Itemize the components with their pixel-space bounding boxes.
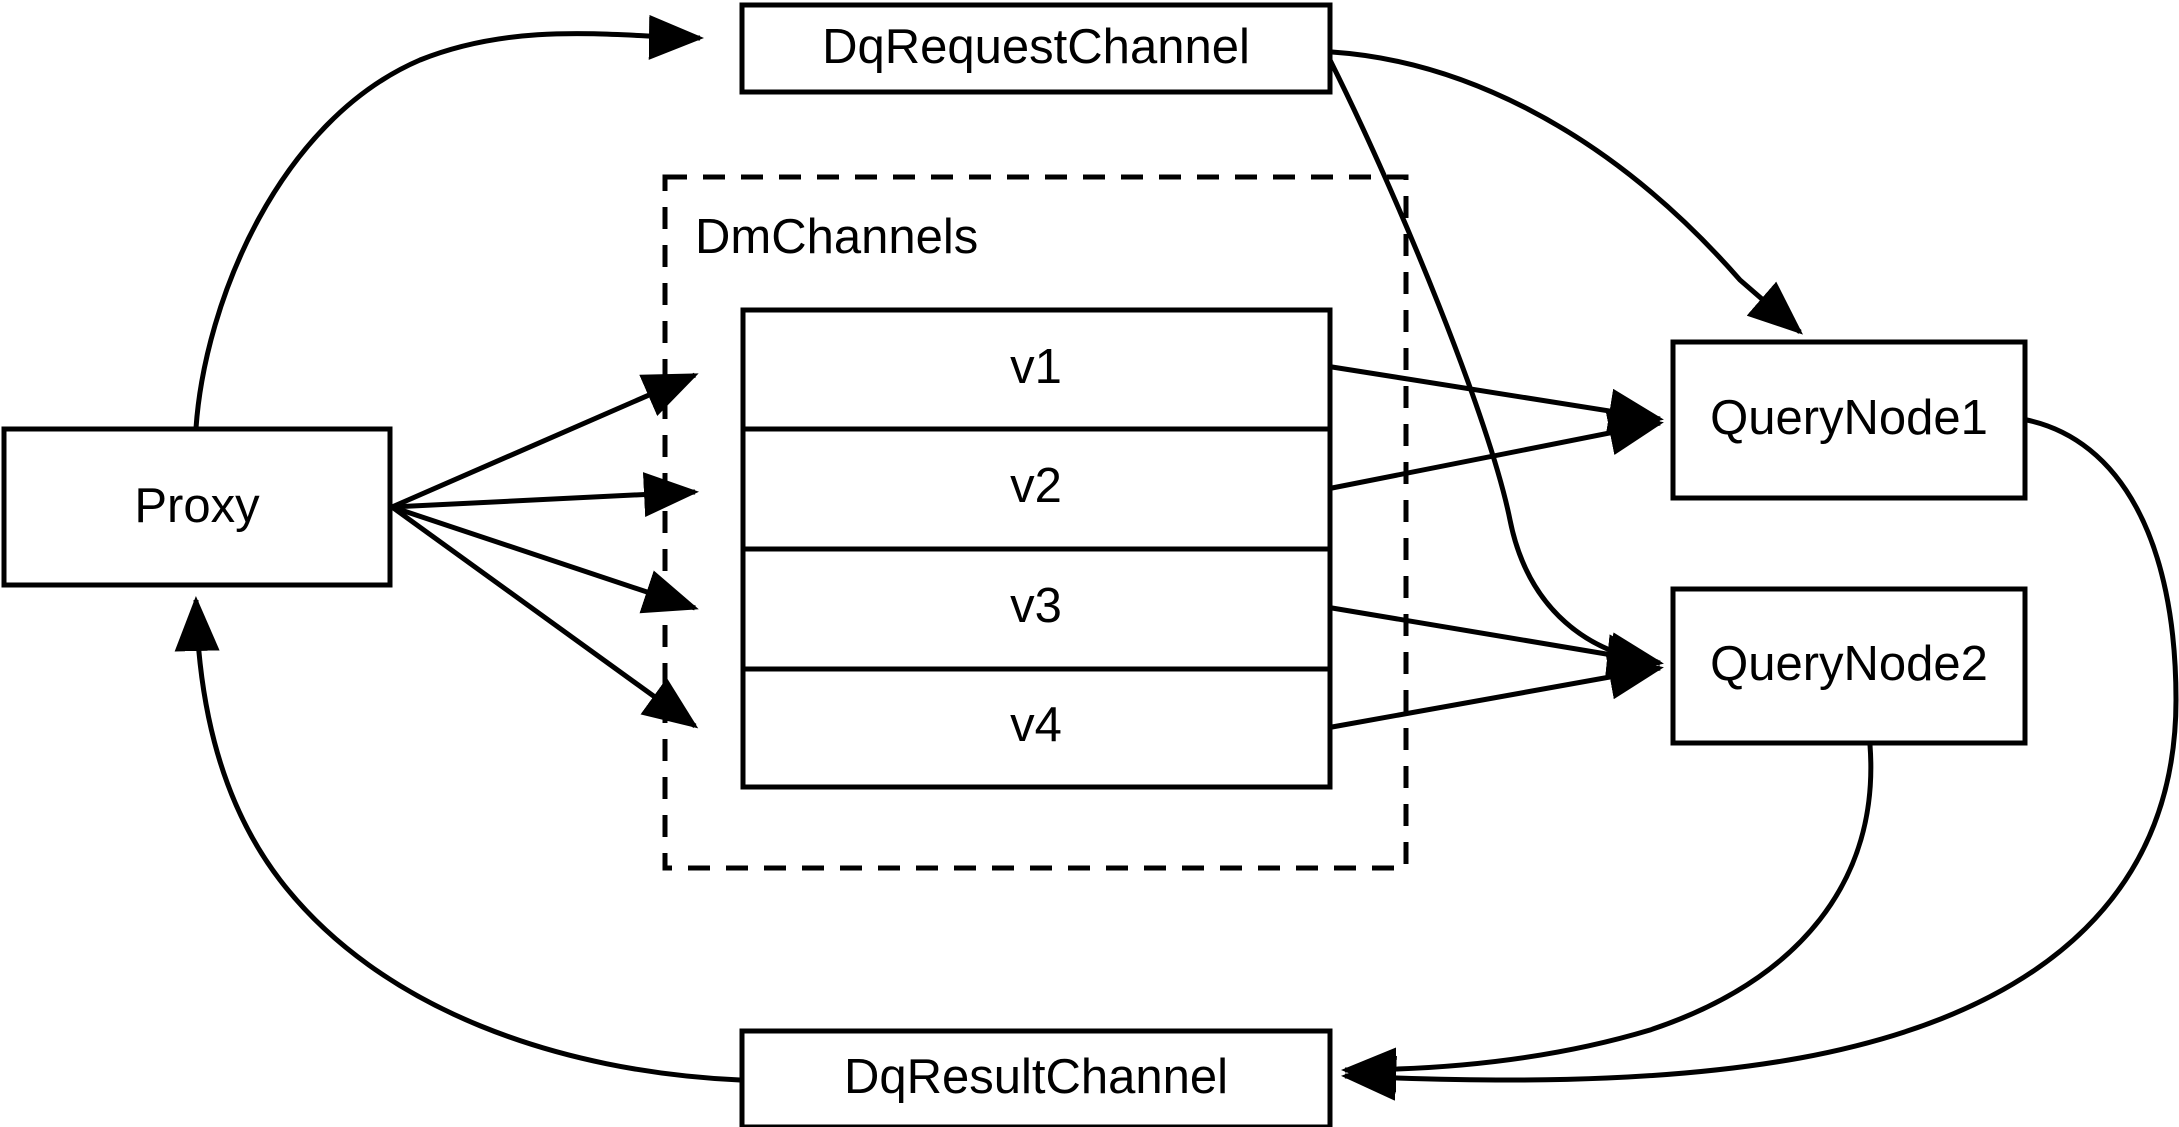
node-querynode2-label: QueryNode2 <box>1710 637 1988 691</box>
edge-proxy-to-v2 <box>391 472 699 517</box>
edge-dqrequestchannel-to-querynode1 <box>1331 49 1804 335</box>
node-dqrequestchannel-label: DqRequestChannel <box>822 20 1250 74</box>
channel-slot-v2[interactable]: v2 <box>1010 459 1062 513</box>
channel-slot-v1[interactable]: v1 <box>1010 340 1062 394</box>
node-querynode1-label: QueryNode1 <box>1710 391 1988 445</box>
channel-stack: v1 v2 v3 v4 <box>740 307 1333 790</box>
node-querynode2-box[interactable] <box>1670 586 2028 746</box>
edge-querynode1-to-dqresultchannel <box>1341 417 2179 1101</box>
edge-proxy-to-v3 <box>391 504 699 614</box>
node-dqresultchannel-box[interactable] <box>739 1028 1333 1127</box>
channel-slot-v3[interactable]: v3 <box>1010 579 1062 633</box>
node-querynode1[interactable]: QueryNode1 <box>1670 339 2028 501</box>
node-querynode2[interactable]: QueryNode2 <box>1670 586 2028 746</box>
node-proxy-label: Proxy <box>134 479 260 533</box>
edge-v1-to-querynode1 <box>1331 364 1664 434</box>
edge-v2-to-querynode1 <box>1331 410 1664 491</box>
node-querynode1-box[interactable] <box>1670 339 2028 501</box>
node-dqresultchannel-label: DqResultChannel <box>844 1050 1228 1104</box>
edge-dqresultchannel-to-proxy <box>174 596 741 1083</box>
node-proxy[interactable]: Proxy <box>1 426 393 588</box>
edge-proxy-to-v4 <box>390 504 699 729</box>
edge-proxy-to-v1 <box>391 372 699 510</box>
node-proxy-box[interactable] <box>1 426 393 588</box>
dmchannels-group-border <box>662 174 1409 871</box>
edge-dqrequestchannel-to-querynode2 <box>1327 58 1662 680</box>
edge-proxy-to-dqrequestchannel <box>193 14 704 429</box>
node-dqrequestchannel[interactable]: DqRequestChannel <box>739 2 1333 95</box>
dmchannels-group: DmChannels <box>662 174 1409 871</box>
node-dqresultchannel[interactable]: DqResultChannel <box>739 1028 1333 1127</box>
dmchannels-group-label: DmChannels <box>695 210 978 264</box>
edge-v3-to-querynode2 <box>1331 605 1664 677</box>
edge-v4-to-querynode2 <box>1331 654 1664 730</box>
edge-querynode2-to-dqresultchannel <box>1340 744 1874 1093</box>
node-dqrequestchannel-box[interactable] <box>739 2 1333 95</box>
channel-slot-v4[interactable]: v4 <box>1010 698 1062 752</box>
